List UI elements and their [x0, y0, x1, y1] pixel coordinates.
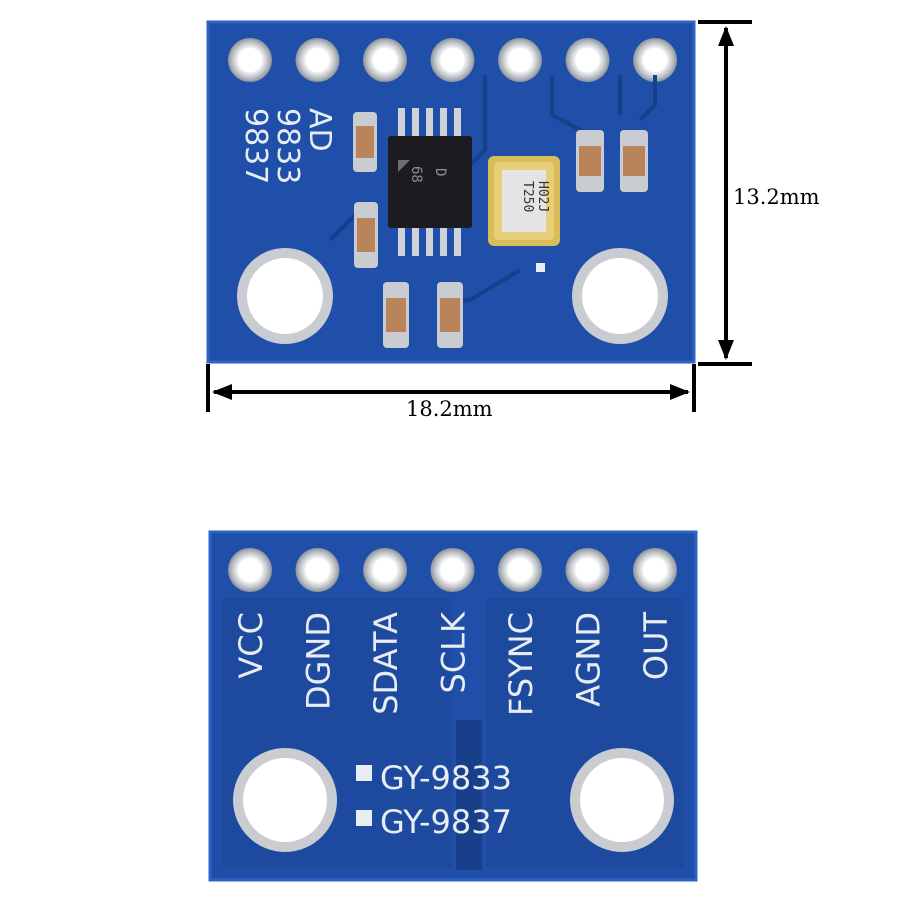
top-smd-parts: [353, 112, 648, 348]
top-pin-hole-7: [642, 47, 668, 73]
chip-mark-68: 68: [408, 166, 424, 183]
bottom-mount-hole-left: [233, 748, 337, 852]
silk-ad: AD: [302, 108, 337, 152]
smd-cap-2: [354, 202, 378, 268]
silk-9833: 9833: [270, 108, 305, 184]
pin-label-agnd: AGND: [570, 612, 608, 707]
top-mount-hole-left: [237, 248, 333, 344]
model-label-9833: GY-9833: [380, 759, 512, 797]
bottom-pin-hole-2: [305, 557, 330, 583]
pin-label-sdata: SDATA: [367, 612, 405, 715]
top-pin-hole-1: [237, 47, 263, 73]
select-pad-9837: [356, 810, 372, 826]
top-crystal: T250 H02J: [488, 156, 560, 246]
crystal-mark-t250: T250: [520, 181, 535, 212]
select-pad-9833: [356, 765, 372, 781]
top-header-pins: [228, 38, 677, 82]
top-pin-hole-5: [507, 47, 533, 73]
pin-label-fsync: FSYNC: [502, 612, 540, 716]
bottom-header-pins: [228, 548, 677, 592]
bottom-pin-hole-7: [642, 557, 668, 583]
bottom-pin-hole-4: [440, 557, 465, 583]
dimension-annotations: [206, 20, 752, 412]
pin-label-dgnd: DGND: [300, 612, 338, 710]
top-ic-chip: D 68: [388, 108, 472, 256]
chip-mark-d: D: [432, 168, 448, 176]
arrow-right-icon: [670, 384, 690, 400]
smd-cap-6: [620, 130, 648, 192]
dimension-arrows: [212, 26, 734, 400]
crystal-mark-h02j: H02J: [535, 181, 550, 212]
bottom-pin-hole-3: [372, 557, 398, 583]
arrow-up-icon: [718, 26, 734, 46]
pin-label-sclk: SCLK: [435, 611, 473, 693]
width-label: 18.2mm: [406, 397, 493, 421]
ad-logo-icon: [398, 160, 410, 172]
smd-cap-5: [576, 130, 604, 192]
smd-cap-1: [353, 112, 377, 172]
bottom-pin-hole-1: [237, 557, 263, 583]
top-silk-label: AD 9833 9837: [238, 108, 337, 184]
top-pin-hole-3: [372, 47, 398, 73]
bottom-pin-labels: VCC DGND SDATA SCLK FSYNC AGND OUT: [232, 611, 675, 716]
silk-9837: 9837: [238, 108, 273, 184]
bottom-pin-hole-5: [507, 557, 533, 583]
top-board: AD 9833 9837 D 68: [206, 20, 696, 364]
top-pin-hole-2: [305, 47, 330, 73]
top-mount-hole-right: [572, 248, 668, 344]
arrow-down-icon: [718, 340, 734, 360]
bottom-board: VCC DGND SDATA SCLK FSYNC AGND OUT GY-9833 GY-…: [208, 530, 698, 882]
smd-cap-4: [437, 282, 463, 348]
top-pin-hole-4: [440, 47, 465, 73]
height-label: 13.2mm: [733, 185, 820, 209]
arrow-left-icon: [212, 384, 232, 400]
bottom-pin-hole-6: [575, 557, 600, 583]
bottom-mount-hole-right: [570, 748, 674, 852]
pin-label-out: OUT: [637, 612, 675, 681]
pin-label-vcc: VCC: [232, 612, 270, 679]
model-label-9837: GY-9837: [380, 803, 512, 841]
smd-cap-3: [383, 282, 409, 348]
top-pin-hole-6: [575, 47, 600, 73]
